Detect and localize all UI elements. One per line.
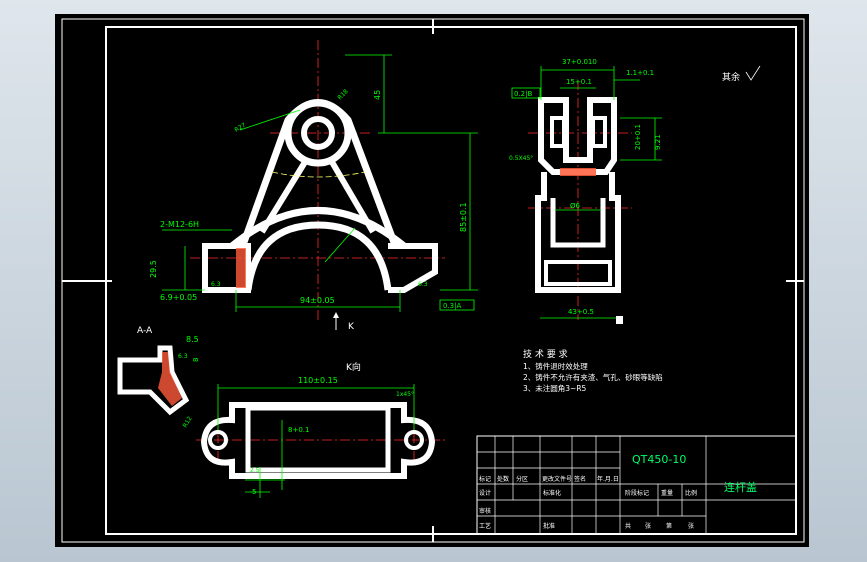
side-dim-slot: 15+0.1 <box>566 78 592 86</box>
section-outline <box>117 345 190 416</box>
side-top-slot <box>550 116 566 148</box>
title-label-weight: 重量 <box>661 489 673 497</box>
side-view[interactable]: 37+0.010 15+0.1 1.1+0.1 20+0.1 9.21 0.5X… <box>509 58 662 324</box>
front-dim-thread: 2-M12-6H <box>160 220 199 229</box>
front-finish-a: 6.3 <box>211 281 221 288</box>
view-arrow-label: K <box>348 322 355 332</box>
side-dim-chamfer-top: 1.1+0.1 <box>626 69 654 77</box>
side-top-slot-right <box>591 116 607 148</box>
side-lower-block <box>544 260 612 286</box>
front-foot-right <box>388 243 438 293</box>
title-label-scale: 比例 <box>685 489 697 497</box>
k-dim-small2: 2.5 <box>250 467 260 474</box>
view-arrow-k: K <box>333 312 355 332</box>
side-dim-inner2: 9.21 <box>654 134 662 150</box>
front-foot-left <box>202 243 251 293</box>
front-arch-outer <box>229 207 407 249</box>
front-boss-bore <box>301 116 335 150</box>
section-dim-b: 8 <box>192 358 200 362</box>
front-dim-boss-height: 29.5 <box>149 260 158 278</box>
tech-req-item-1: 1、铸件退时效处理 <box>523 361 588 371</box>
side-tolerance-frame: 0.2|B <box>511 87 541 99</box>
title-label-stage: 阶段标记 <box>625 489 649 497</box>
side-dim-bottom: 43+0.5 <box>568 308 594 316</box>
k-dim-length: 110±0.15 <box>298 376 338 385</box>
title-label-date: 年.月.日 <box>597 475 619 483</box>
title-block-frame <box>476 435 797 535</box>
k-hole-left <box>208 430 228 450</box>
front-dim-height: 45 <box>373 90 382 100</box>
k-view[interactable]: K向 110±0.15 1x45° 8+0.1 R12 5 2.5 <box>182 361 446 498</box>
k-inner-slot <box>245 405 391 473</box>
title-label-change: 更改文件号 <box>542 475 572 483</box>
title-label-approve: 批准 <box>543 522 555 530</box>
k-dim-slot: 8+0.1 <box>288 426 309 434</box>
front-dimensions <box>162 54 478 312</box>
title-block-grid <box>477 436 796 534</box>
side-dim-top: 37+0.010 <box>562 58 597 66</box>
side-dim-inner: 20+0.1 <box>634 124 642 150</box>
title-sheet-unit-2: 张 <box>688 522 694 530</box>
section-dim-a: 8.5 <box>186 335 199 344</box>
front-tolerance-frame: 0.3|A <box>439 299 475 311</box>
k-hole-right <box>404 430 424 450</box>
surface-finish-note: 其余 <box>722 65 761 83</box>
tech-requirements: 技 术 要 求 1、铸件退时效处理 2、铸件不允许有夹渣、气孔、砂眼等缺陷 3、… <box>523 348 663 393</box>
title-label-design: 设计 <box>479 489 491 497</box>
title-sheet-no: 第 <box>666 522 672 530</box>
tech-req-title: 技 术 要 求 <box>523 348 568 360</box>
k-dim-chamfer: 1x45° <box>396 391 414 398</box>
section-hatch <box>158 352 182 406</box>
front-dim-width: 94±0.05 <box>300 296 335 305</box>
title-part-name: 连杆盖 <box>724 480 757 494</box>
front-center-lines <box>190 40 445 320</box>
title-label-zone: 分区 <box>516 475 528 483</box>
k-view-title: K向 <box>346 361 361 373</box>
side-inner <box>550 198 606 248</box>
section-a-a[interactable]: A-A 8.5 8 6.3 <box>117 326 200 416</box>
front-boss-outer <box>284 99 352 167</box>
title-label-process: 工艺 <box>479 522 491 530</box>
title-block[interactable]: QT450-10 连杆盖 标记 处数 分区 更改文件号 签名 年.月.日 设计 … <box>476 435 797 535</box>
title-sheet-total: 共 <box>625 522 631 530</box>
k-dim-small: 5 <box>252 488 256 496</box>
title-sheet-unit-1: 张 <box>645 522 651 530</box>
side-datum-marker <box>616 316 623 324</box>
side-dimensions <box>540 66 662 319</box>
section-label: A-A <box>137 326 153 336</box>
drawing-paper <box>55 14 809 547</box>
front-phantom-arc <box>271 171 366 178</box>
centering-marks <box>62 19 804 542</box>
tech-req-item-3: 3、未注圆角3~R5 <box>523 383 587 393</box>
k-body-outline <box>200 402 436 479</box>
side-hatch <box>560 168 596 176</box>
k-dimensions <box>217 384 415 498</box>
front-dim-total-height: 85±0.1 <box>459 202 468 232</box>
side-dim-chamfer: 0.5X45° <box>509 155 533 162</box>
title-label-count: 处数 <box>497 475 509 483</box>
side-dim-bore: Ø6 <box>570 202 581 210</box>
side-body <box>535 172 621 293</box>
svg-text:0.2|B: 0.2|B <box>514 90 532 98</box>
front-dim-base: 6.9+0.05 <box>160 293 197 302</box>
tech-req-item-2: 2、铸件不允许有夹渣、气孔、砂眼等缺陷 <box>523 372 663 382</box>
title-label-standard: 标准化 <box>543 489 561 497</box>
title-label-mark: 标记 <box>479 475 491 483</box>
front-arch-inner <box>244 221 392 291</box>
title-label-review: 审核 <box>479 507 491 515</box>
title-label-sign: 签名 <box>574 475 586 483</box>
front-thread-hatch <box>236 248 246 288</box>
section-finish: 6.3 <box>178 353 188 360</box>
front-finish-b: 6.3 <box>418 281 428 288</box>
svg-text:0.3|A: 0.3|A <box>443 302 461 310</box>
svg-text:其余: 其余 <box>722 71 740 83</box>
title-material: QT450-10 <box>632 453 686 466</box>
